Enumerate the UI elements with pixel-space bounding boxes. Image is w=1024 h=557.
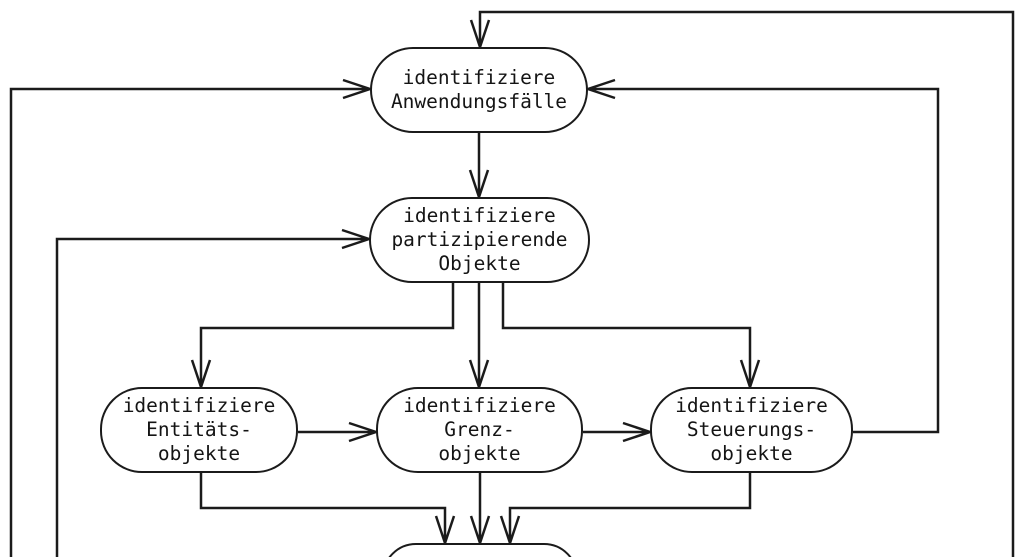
node-identifiziere-partizipierende-objekte: identifiziere partizipierende Objekte	[369, 197, 590, 283]
edge-steuerungs-to-bottom	[499, 473, 752, 547]
edge-partizip-to-steuerungs	[501, 283, 761, 391]
edge-steuerungs-feedback	[584, 78, 940, 434]
node-identifiziere-entitaetsobjekte: identifiziere Entitäts- objekte	[100, 387, 298, 473]
node-bottom-partial	[382, 543, 578, 557]
edge-partizip-to-entitaets	[190, 283, 455, 391]
edge-anwendung-to-partizip	[468, 133, 490, 201]
node-identifiziere-anwendungsfaelle: identifiziere Anwendungsfälle	[370, 47, 588, 133]
edge-grenz-to-steuerungs	[583, 421, 654, 443]
node-identifiziere-grenzobjekte: identifiziere Grenz- objekte	[376, 387, 583, 473]
edge-entitaets-to-bottom	[199, 473, 456, 547]
node-identifiziere-steuerungsobjekte: identifiziere Steuerungs- objekte	[650, 387, 853, 473]
edge-grenz-to-bottom	[469, 473, 491, 547]
edge-entitaets-to-grenz	[298, 421, 380, 443]
edge-partizip-to-grenz	[468, 283, 490, 391]
edge-left-outer-feedback	[9, 78, 374, 557]
